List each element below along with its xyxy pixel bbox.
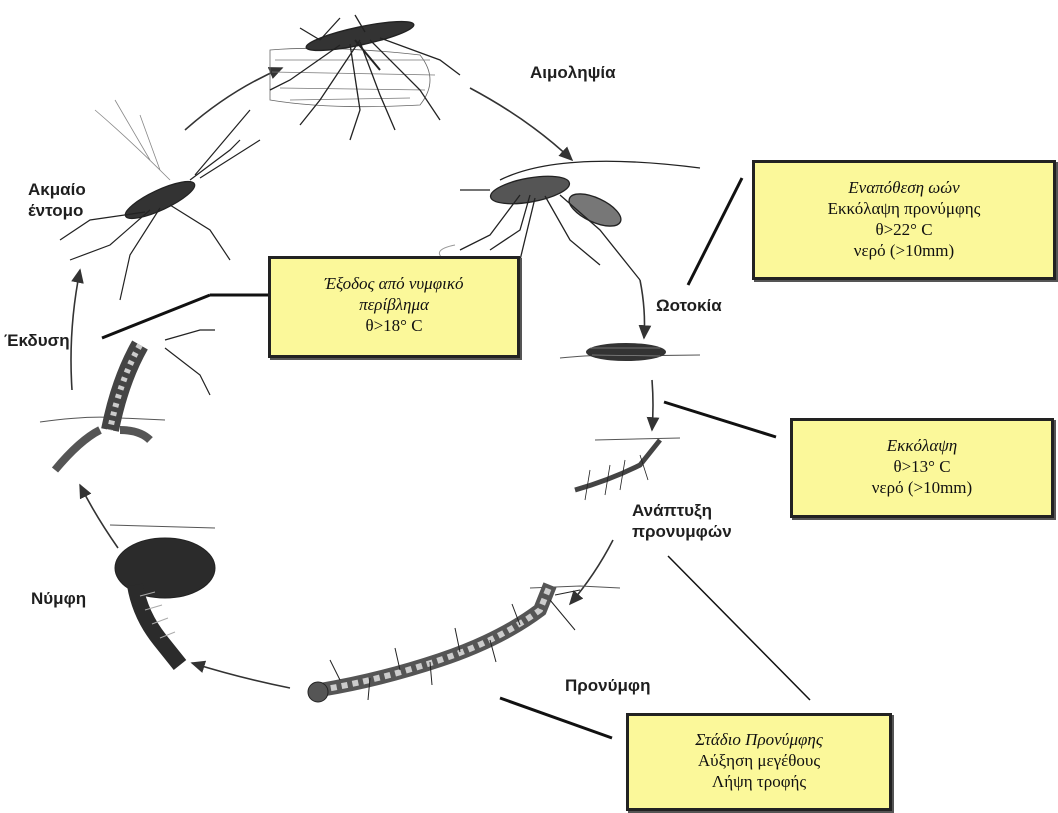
box-oviposition-line1: Εκκόλαψη προνύμφης [755, 198, 1053, 219]
label-blood-meal: Αιμοληψία [530, 62, 616, 83]
box-emergence-title2: περίβλημα [271, 294, 517, 315]
label-emergence: Έκδυση [4, 330, 70, 351]
adult-mosquito-illustration [60, 100, 260, 300]
cycle-arrow-bloodmeal-to-female [470, 88, 572, 160]
box-oviposition-title: Εναπόθεση ωών [755, 177, 1053, 198]
box-emergence-line1: θ>18° C [271, 315, 517, 336]
cycle-arrow-emergence-to-adult [71, 270, 80, 390]
info-box-hatching: Εκκόλαψη θ>13° C νερό (>10mm) [790, 418, 1054, 518]
cycle-arrow-to-eggs [640, 280, 645, 338]
hatching-larva-illustration [575, 440, 660, 500]
pupa-illustration [115, 538, 215, 665]
cycle-arrow-to-larva [570, 540, 613, 604]
box-larval-stage-line2: Λήψη τροφής [629, 771, 889, 792]
leader-hatching [664, 402, 776, 437]
mosquito-blood-meal-illustration [270, 15, 460, 140]
box-emergence-title: Έξοδος από νυμφικό [271, 273, 517, 294]
box-hatching-line2: νερό (>10mm) [793, 477, 1051, 498]
info-box-larval-stage: Στάδιο Προνύμφης Αύξηση μεγέθους Λήψη τρ… [626, 713, 892, 811]
info-box-emergence: Έξοδος από νυμφικό περίβλημα θ>18° C [268, 256, 520, 358]
label-larva: Προνύμφη [565, 675, 650, 696]
emerging-adult-illustration [55, 330, 215, 470]
cycle-arrow-pupa-to-emergence [80, 485, 118, 548]
leader-larval-stage [500, 698, 612, 738]
leader-larval-stage-thin [668, 556, 810, 700]
box-oviposition-line3: νερό (>10mm) [755, 240, 1053, 261]
box-larval-stage-title: Στάδιο Προνύμφης [629, 729, 889, 750]
larva-illustration [308, 585, 580, 702]
egg-raft-illustration [586, 343, 666, 361]
leader-oviposition [688, 178, 742, 285]
label-adult-line1: Ακμαίο [28, 179, 86, 200]
label-larva-development-line1: Ανάπτυξη [632, 500, 712, 521]
box-oviposition-line2: θ>22° C [755, 219, 1053, 240]
label-larva-development-line2: προνυμφών [632, 521, 732, 542]
cycle-arrow-eggs-to-hatch [652, 380, 653, 430]
label-adult-line2: έντομο [28, 200, 83, 221]
box-larval-stage-line1: Αύξηση μεγέθους [629, 750, 889, 771]
label-oviposition: Ωοτοκία [656, 295, 722, 316]
label-pupa: Νύμφη [31, 588, 86, 609]
info-box-oviposition: Εναπόθεση ωών Εκκόλαψη προνύμφης θ>22° C… [752, 160, 1056, 280]
cycle-arrow-larva-to-pupa [192, 663, 290, 688]
cycle-arrow-adult-to-bloodmeal [185, 68, 282, 130]
box-hatching-line1: θ>13° C [793, 456, 1051, 477]
box-hatching-title: Εκκόλαψη [793, 435, 1051, 456]
